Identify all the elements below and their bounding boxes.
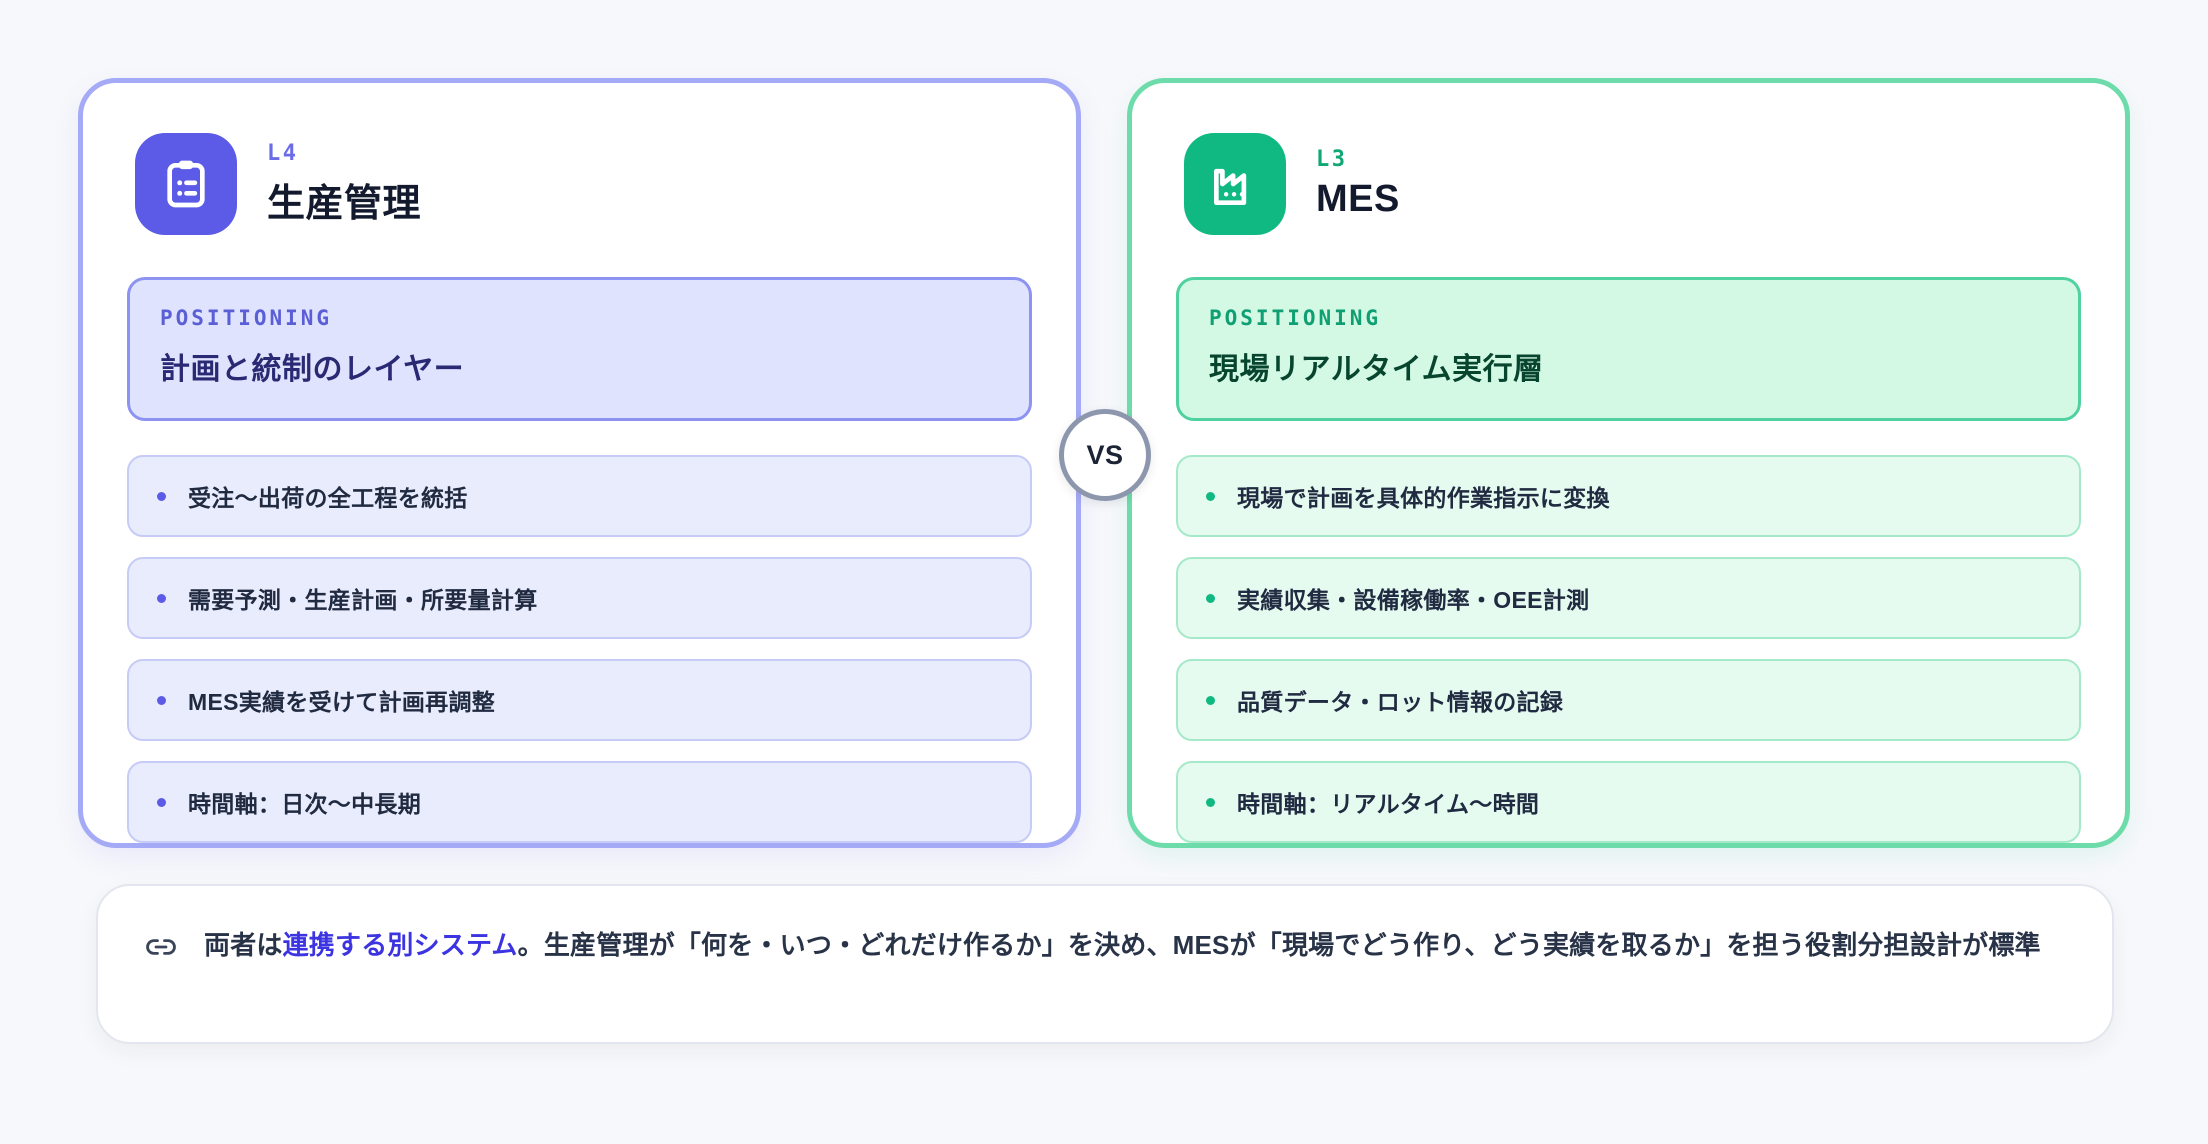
clipboard-list-icon bbox=[135, 133, 237, 235]
card-mes[interactable]: L3 MES POSITIONING 現場リアルタイム実行層 現場で計画を具体的… bbox=[1127, 78, 2130, 848]
positioning-value: 現場リアルタイム実行層 bbox=[1209, 353, 1544, 386]
feature-label: 受注〜出荷の全工程を統括 bbox=[188, 485, 468, 511]
bullet-dot-icon bbox=[1206, 797, 1215, 807]
footer-note-text: 両者は連携する別システム。生産管理が「何を・いつ・どれだけ作るか」を決め、MES… bbox=[204, 924, 2041, 966]
feature-label: MES実績を受けて計画再調整 bbox=[188, 689, 496, 715]
feature-item[interactable]: 時間軸：日次〜中長期 bbox=[127, 761, 1032, 843]
card-header: L3 MES bbox=[1176, 127, 2081, 235]
note-text-before: 両者は bbox=[204, 930, 283, 960]
bullet-dot-icon bbox=[157, 695, 166, 705]
card-header-text: L4 生産管理 bbox=[267, 141, 421, 227]
link-icon bbox=[144, 930, 178, 964]
feature-label: 時間軸：日次〜中長期 bbox=[188, 791, 421, 817]
feature-list: 現場で計画を具体的作業指示に変換 実績収集・設備稼働率・OEE計測 品質データ・… bbox=[1176, 455, 2081, 843]
feature-item[interactable]: 需要予測・生産計画・所要量計算 bbox=[127, 557, 1032, 639]
bullet-dot-icon bbox=[157, 593, 166, 603]
positioning-label: POSITIONING bbox=[160, 306, 333, 330]
feature-label: 品質データ・ロット情報の記録 bbox=[1237, 689, 1564, 715]
bullet-dot-icon bbox=[1206, 491, 1215, 501]
card-title: 生産管理 bbox=[267, 183, 422, 225]
feature-item[interactable]: 現場で計画を具体的作業指示に変換 bbox=[1176, 455, 2081, 537]
footer-note: 両者は連携する別システム。生産管理が「何を・いつ・どれだけ作るか」を決め、MES… bbox=[96, 884, 2114, 1044]
factory-icon bbox=[1184, 133, 1286, 235]
feature-label: 実績収集・設備稼働率・OEE計測 bbox=[1237, 587, 1590, 613]
bullet-dot-icon bbox=[1206, 593, 1215, 603]
feature-label: 現場で計画を具体的作業指示に変換 bbox=[1237, 485, 1610, 511]
feature-label: 時間軸：リアルタイム〜時間 bbox=[1237, 791, 1540, 817]
bullet-dot-icon bbox=[157, 797, 166, 807]
card-level-label: L3 bbox=[1316, 147, 1348, 172]
feature-item[interactable]: 時間軸：リアルタイム〜時間 bbox=[1176, 761, 2081, 843]
feature-item[interactable]: 実績収集・設備稼働率・OEE計測 bbox=[1176, 557, 2081, 639]
note-text-after: 。生産管理が「何を・いつ・どれだけ作るか」を決め、MESが「現場でどう作り、どう… bbox=[517, 930, 2041, 960]
card-header-text: L3 MES bbox=[1316, 147, 1400, 221]
card-header: L4 生産管理 bbox=[127, 127, 1032, 235]
positioning-value: 計画と統制のレイヤー bbox=[160, 353, 465, 386]
card-production-management[interactable]: L4 生産管理 POSITIONING 計画と統制のレイヤー 受注〜出荷の全工程… bbox=[78, 78, 1081, 848]
feature-item[interactable]: 受注〜出荷の全工程を統括 bbox=[127, 455, 1032, 537]
bullet-dot-icon bbox=[157, 491, 166, 501]
card-title: MES bbox=[1316, 178, 1400, 220]
positioning-label: POSITIONING bbox=[1209, 306, 1382, 330]
note-highlight: 連携する別システム bbox=[282, 930, 518, 960]
feature-list: 受注〜出荷の全工程を統括 需要予測・生産計画・所要量計算 MES実績を受けて計画… bbox=[127, 455, 1032, 843]
card-level-label: L4 bbox=[267, 141, 299, 166]
feature-label: 需要予測・生産計画・所要量計算 bbox=[188, 587, 538, 613]
positioning-block: POSITIONING 現場リアルタイム実行層 bbox=[1176, 277, 2081, 421]
vs-badge: VS bbox=[1059, 409, 1151, 501]
feature-item[interactable]: 品質データ・ロット情報の記録 bbox=[1176, 659, 2081, 741]
feature-item[interactable]: MES実績を受けて計画再調整 bbox=[127, 659, 1032, 741]
comparison-row: L4 生産管理 POSITIONING 計画と統制のレイヤー 受注〜出荷の全工程… bbox=[78, 78, 2130, 848]
bullet-dot-icon bbox=[1206, 695, 1215, 705]
positioning-block: POSITIONING 計画と統制のレイヤー bbox=[127, 277, 1032, 421]
